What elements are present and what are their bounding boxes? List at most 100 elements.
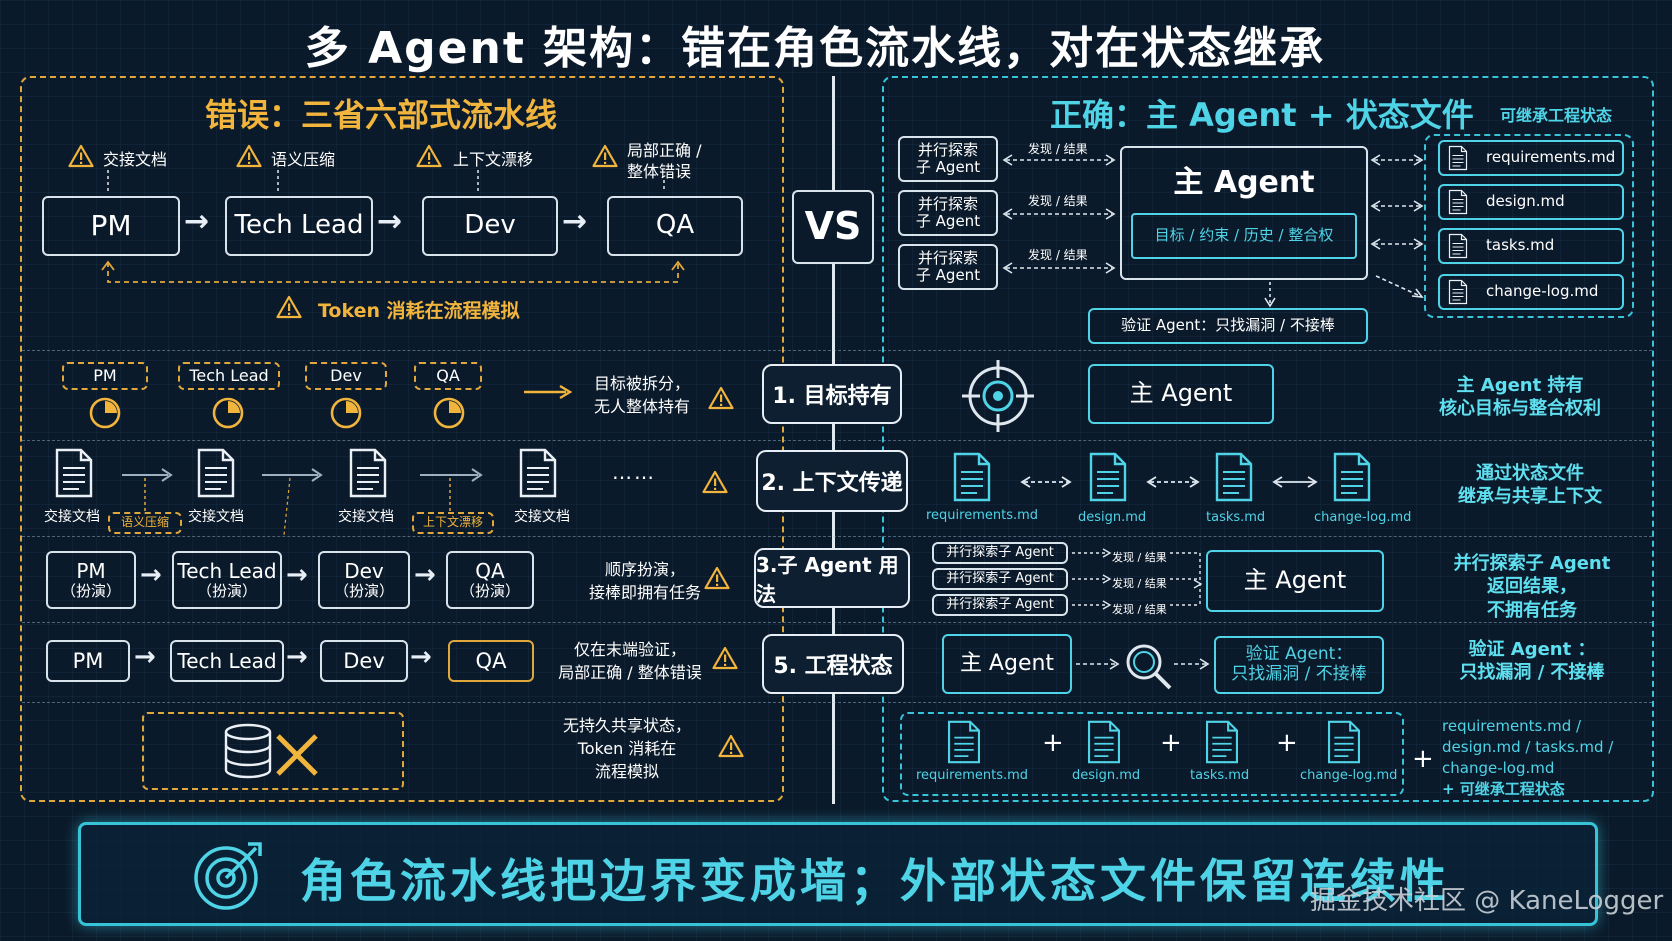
- state-file-icon: [1086, 720, 1122, 764]
- pipeline-dev-box: Dev: [422, 196, 558, 256]
- file-label: design.md: [1078, 510, 1147, 525]
- desc-line: 验证 Agent ：: [1468, 639, 1596, 660]
- step-label: 5. 工程状态: [773, 654, 893, 679]
- desc-line: 无人整体持有: [593, 397, 690, 417]
- main-agent-row1: 主 Agent: [1088, 364, 1274, 424]
- left-heading: 错误：三省六部式流水线: [205, 96, 558, 134]
- watermark: 掘金技术社区 @ KaneLogger: [1310, 886, 1664, 916]
- main-agent-label: 主 Agent: [1173, 165, 1315, 200]
- doc-flow-arrows: [122, 468, 483, 536]
- pipeline-pm-box: PM: [42, 196, 180, 256]
- explorer-subagent-small: 并行探索子 Agent: [932, 568, 1068, 590]
- state-files-strip: [900, 712, 1404, 796]
- pipeline-qa-box: QA: [607, 196, 743, 256]
- desc-line: 流程模拟: [594, 762, 659, 782]
- file-requirements: requirements.md: [1438, 140, 1624, 176]
- vs-badge: VS: [792, 190, 874, 264]
- main-agent-scope: 目标 / 约束 / 历史 / 整合权: [1131, 212, 1357, 259]
- role-label: PM: [76, 558, 106, 583]
- file-icon: [1448, 233, 1468, 259]
- desc-line: 顺序扮演，: [604, 560, 685, 579]
- role-label: Tech Lead: [177, 648, 277, 673]
- verify-label: 验证 Agent：只找漏洞 / 不接棒: [1121, 316, 1335, 335]
- desc-line: 并行探索子 Agent: [1453, 553, 1611, 574]
- row1-left-desc: 目标被拆分， 无人整体持有: [582, 372, 702, 418]
- step-2-context-passing: 2. 上下文传递: [756, 450, 908, 512]
- file-name: design.md: [1486, 192, 1565, 211]
- role-play-qa: QA（扮演）: [446, 551, 534, 609]
- state-file-icon: [952, 452, 992, 502]
- vs-label: VS: [804, 204, 862, 249]
- verify-line: 只找漏洞 / 不接棒: [1231, 664, 1367, 684]
- role-play-dev: Dev（扮演）: [318, 551, 410, 609]
- step-label: 3.子 Agent 用法: [756, 553, 899, 606]
- file-name: change-log.md: [1486, 282, 1599, 301]
- role-label: Tech Lead: [177, 558, 277, 583]
- plus-sign: +: [1160, 728, 1182, 758]
- desc-line: 核心目标与整合权利: [1439, 398, 1601, 420]
- step-label: 2. 上下文传递: [761, 471, 903, 496]
- ellipsis: ……: [612, 460, 656, 484]
- arrow-right-icon: →: [286, 560, 308, 590]
- arrow-right-icon: →: [410, 642, 432, 672]
- desc-line: Token 消耗在: [577, 739, 677, 759]
- found-label: 发现 / 结果: [1112, 551, 1167, 564]
- role-label: PM: [93, 365, 117, 385]
- verify-agent-box: 验证 Agent：只找漏洞 / 不接棒: [1088, 308, 1368, 344]
- file-icon: [1448, 189, 1468, 215]
- desc-line: 无持久共享状态，: [562, 716, 691, 735]
- doc-label: 交接文档: [338, 509, 394, 525]
- row-separator: [22, 702, 1652, 703]
- footer-banner: [78, 822, 1598, 926]
- warning-label: 语义压缩: [271, 150, 336, 169]
- plus-sign: +: [1412, 744, 1434, 774]
- file-icon: [1448, 145, 1468, 171]
- page-title: 多 Agent 架构：错在角色流水线，对在状态继承: [304, 23, 1326, 74]
- state-files-group: [1424, 134, 1634, 318]
- tag-label: 上下文漂移: [422, 515, 483, 530]
- explorer-connectors: [1002, 154, 1276, 308]
- arrow-right-icon: →: [562, 204, 588, 239]
- row5-right-desc: requirements.md / design.md / tasks.md /…: [1442, 716, 1613, 800]
- pipeline-techlead-box: Tech Lead: [225, 196, 373, 256]
- explorer-label: 并行探索子 Agent: [946, 596, 1054, 612]
- warning-icon: [708, 386, 734, 410]
- explorer-subagent-small: 并行探索子 Agent: [932, 542, 1068, 564]
- warning-label: 上下文漂移: [453, 150, 534, 169]
- clock-icon: [432, 396, 466, 430]
- role-sub: （扮演）: [196, 581, 257, 600]
- explorer-line: 并行探索: [917, 248, 978, 267]
- plus-sign: +: [1276, 728, 1298, 758]
- explorer-line: 子 Agent: [915, 212, 981, 230]
- file-icon: [1448, 279, 1468, 305]
- row3-right-desc: 并行探索子 Agent 返回结果， 不拥有任务: [1432, 552, 1632, 622]
- explorer-subagent: 并行探索子 Agent: [898, 136, 998, 182]
- found-label: 发现 / 结果: [1028, 194, 1088, 208]
- box-label: PM: [90, 208, 132, 242]
- state-label: 可继承工程状态: [1500, 106, 1613, 125]
- state-file-icon: [1204, 720, 1240, 764]
- explorer-result-arrows: [1072, 548, 1203, 610]
- token-note: Token 消耗在流程模拟: [318, 300, 520, 322]
- desc-line: requirements.md /: [1442, 717, 1582, 735]
- desc-line: design.md / tasks.md /: [1442, 738, 1614, 756]
- explorer-label: 并行探索子 Agent: [946, 544, 1054, 560]
- explorer-line: 并行探索: [917, 140, 978, 159]
- main-agent-box: 主 Agent 目标 / 约束 / 历史 / 整合权: [1120, 146, 1368, 280]
- role-label: PM: [72, 648, 104, 673]
- right-panel: [882, 76, 1654, 802]
- box-label: QA: [655, 210, 695, 241]
- plus-sign: +: [1042, 728, 1064, 758]
- warning-icon: [702, 470, 728, 494]
- state-file-connectors: [1370, 154, 1424, 298]
- state-file-icon: [946, 720, 982, 764]
- desc-line: 目标被拆分，: [593, 374, 690, 393]
- tag-label: 语义压缩: [120, 515, 169, 530]
- desc-line: 继承与共享上下文: [1458, 486, 1602, 508]
- desc-line: 仅在末端验证，: [573, 640, 686, 659]
- role-label: QA: [475, 558, 505, 583]
- target-icon: [962, 360, 1034, 432]
- chain-qa: QA: [448, 640, 534, 682]
- row4-right-desc: 验证 Agent ： 只找漏洞 / 不接棒: [1432, 638, 1632, 685]
- file-label: tasks.md: [1206, 510, 1266, 525]
